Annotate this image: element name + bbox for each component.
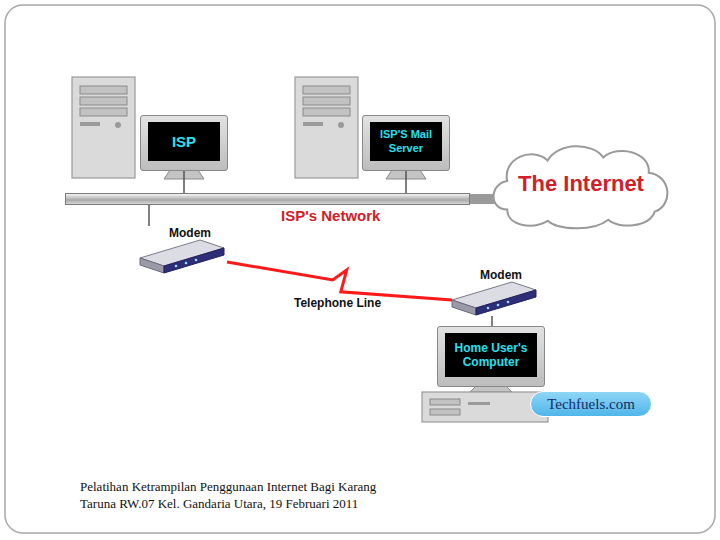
tower-case (72, 77, 135, 178)
modem-light (195, 259, 198, 262)
modem-light (487, 307, 490, 310)
cloud-label-area: The Internet (487, 138, 675, 230)
internet-cloud: The Internet (487, 138, 675, 230)
watermark-badge: Techfuels.com (530, 391, 652, 417)
modem-box: Modem (448, 268, 538, 316)
network-link (183, 171, 185, 193)
modem-light (175, 265, 178, 268)
modem-symbol (452, 282, 536, 315)
mail-server-monitor: ISP'S Mail Server (362, 115, 450, 171)
monitor-screen: ISP'S Mail Server (370, 122, 442, 161)
drive-bay (303, 108, 350, 116)
drive-bay (430, 409, 460, 415)
power-button (338, 122, 344, 128)
power-button (115, 122, 121, 128)
node-label: ISP'S Mail Server (370, 128, 442, 154)
modem-light (507, 301, 510, 304)
monitor-screen: Home User's Computer (445, 333, 537, 377)
server-tower (295, 77, 358, 178)
modem-label-area: Modem (153, 226, 227, 240)
drive-bay (430, 399, 460, 405)
node-label: ISP (172, 133, 196, 151)
modem-side (452, 300, 476, 315)
slide-border (5, 5, 715, 533)
node-label: Modem (153, 226, 227, 240)
drive-bay (80, 97, 127, 105)
modem-symbol (140, 240, 224, 273)
desktop-body (422, 392, 548, 422)
node-label: Home User's Computer (445, 341, 537, 370)
drive-bay (80, 86, 127, 94)
floppy-slot (468, 402, 490, 405)
network-link (148, 205, 150, 226)
badge-label-area: Techfuels.com (531, 392, 651, 416)
modem-label-area: Modem (464, 268, 538, 282)
cloud-shape (494, 146, 668, 228)
server-monitor: ISP (140, 115, 228, 171)
floppy-slot (80, 122, 100, 126)
modem-front (476, 290, 536, 315)
band-label-area: ISP's Network (281, 207, 380, 224)
modem-box: Modem (137, 226, 227, 274)
drive-bay (303, 86, 350, 94)
desktop-case (422, 392, 548, 422)
network-link (491, 316, 493, 326)
drive-bay (80, 108, 127, 116)
footer-caption: Pelatihan Ketrampilan Penggunaan Interne… (80, 478, 380, 512)
modem-side (140, 258, 164, 273)
modem-light (497, 304, 500, 307)
home-computer-monitor: Home User's Computer (437, 326, 545, 387)
telephone-line (227, 262, 452, 300)
monitor-screen: ISP (148, 122, 220, 161)
modem-front (164, 248, 224, 273)
server-tower (72, 77, 135, 178)
node-label: ISP's Network (281, 207, 380, 224)
line-label: Telephone Line (294, 296, 381, 310)
network-band: ISP's Network (65, 193, 470, 205)
node-label: Modem (464, 268, 538, 282)
modem-light (185, 262, 188, 265)
floppy-slot (303, 122, 323, 126)
node-label: Techfuels.com (547, 396, 635, 413)
network-link (405, 171, 407, 193)
drive-bay (303, 97, 350, 105)
node-label: The Internet (518, 171, 644, 197)
tower-case (295, 77, 358, 178)
